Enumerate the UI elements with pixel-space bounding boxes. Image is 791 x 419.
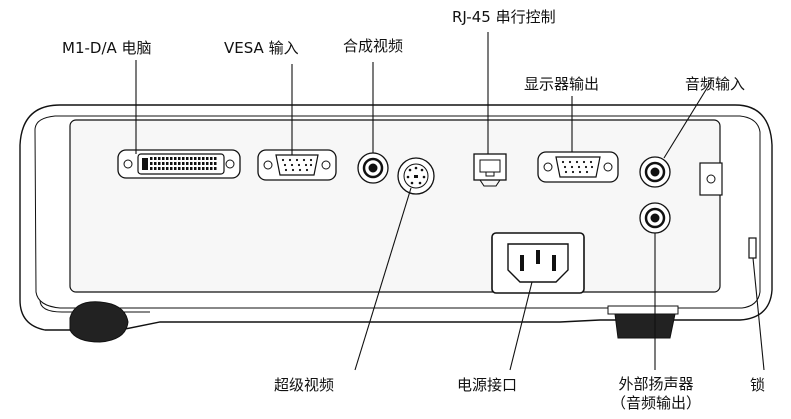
label-vesa-input: VESA 输入: [224, 39, 299, 57]
m1-da-connector: [117, 149, 241, 179]
audio-out-jack: [639, 202, 671, 234]
power-socket: [491, 232, 585, 294]
vesa-connector: [257, 149, 337, 181]
label-audio-in: 音频输入: [685, 75, 746, 93]
label-m1-da: M1-D/A 电脑: [62, 39, 152, 57]
label-s-video: 超级视频: [274, 376, 335, 394]
lock-slot: [748, 237, 757, 259]
label-lock: 锁: [750, 376, 766, 394]
audio-in-jack: [639, 156, 671, 188]
composite-video-jack: [357, 152, 389, 184]
projector-body: [19, 104, 773, 331]
leader-lines: [135, 32, 765, 371]
left-foot: [69, 301, 129, 343]
label-external-speaker-line1: 外部扬声器: [618, 375, 694, 393]
label-composite-video: 合成视频: [343, 37, 404, 55]
label-external-speaker-line2: （音频输出）: [610, 394, 701, 412]
connector-panel: [69, 119, 721, 293]
monitor-out-connector: [537, 151, 619, 183]
label-rj45-serial: RJ-45 串行控制: [452, 8, 556, 26]
label-external-speaker: 外部扬声器 （音频输出）: [594, 375, 718, 413]
label-monitor-out: 显示器输出: [524, 75, 600, 93]
s-video-jack: [397, 157, 435, 195]
small-port: [699, 162, 723, 196]
rj45-connector: [473, 153, 507, 187]
right-foot: [607, 305, 679, 339]
label-power-socket: 电源接口: [457, 376, 518, 394]
